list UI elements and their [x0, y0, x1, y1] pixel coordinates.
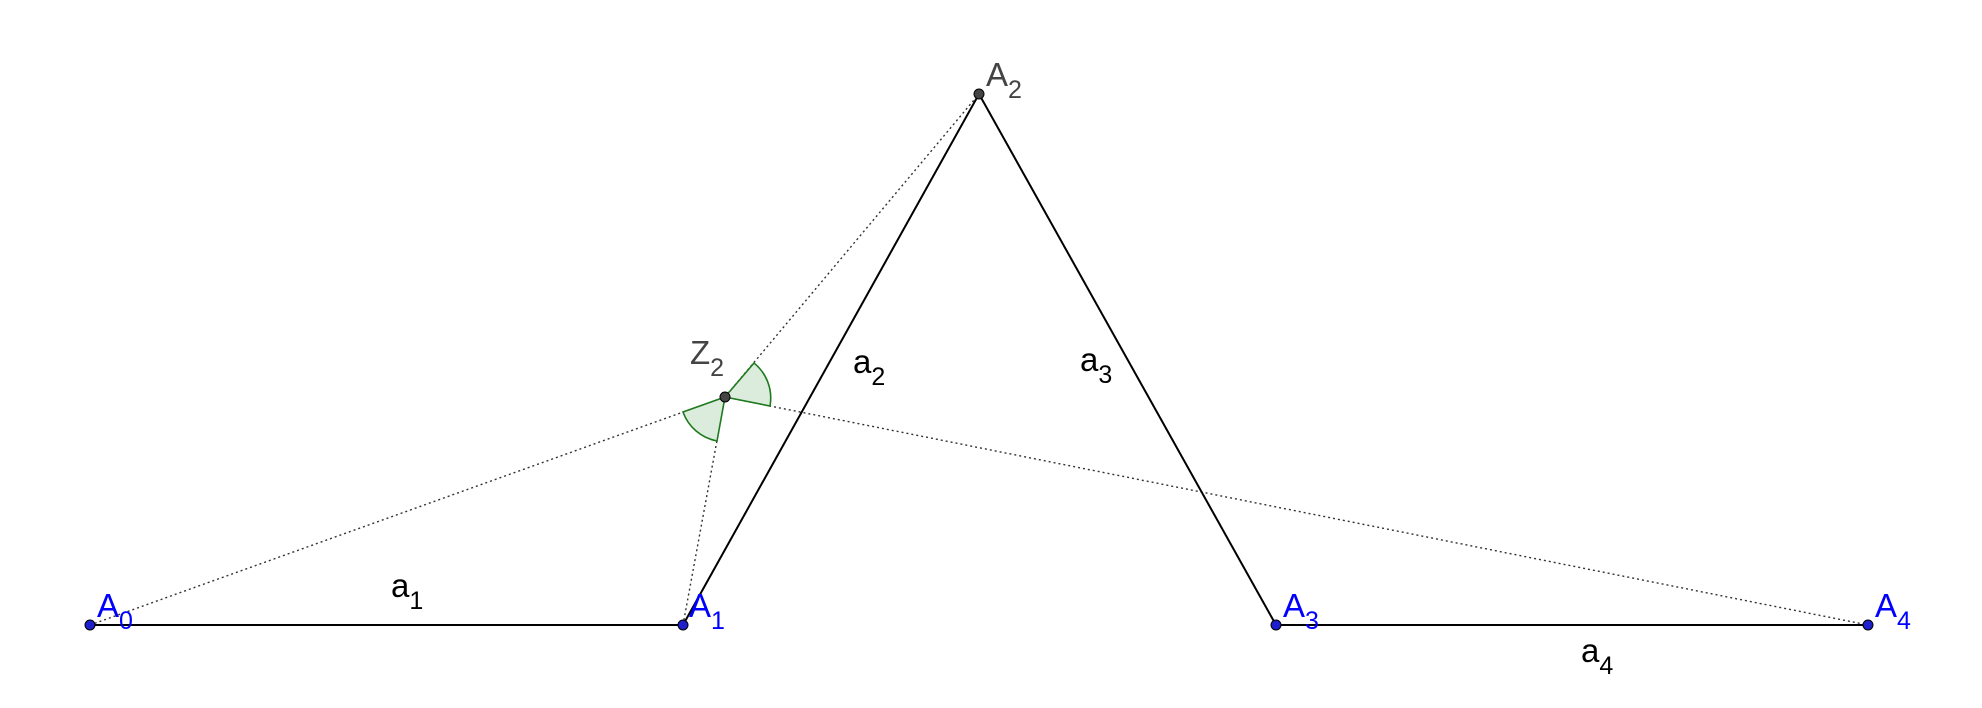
- label-a2: A2: [986, 56, 1022, 104]
- point-z2[interactable]: [719, 391, 731, 403]
- construction-line-a1-z2: [682, 396, 726, 626]
- point-a1[interactable]: [677, 619, 689, 631]
- segment-a3[interactable]: [978, 93, 1277, 626]
- point-a0[interactable]: [84, 619, 96, 631]
- label-segment-a2: a2: [853, 343, 885, 391]
- point-a3[interactable]: [1270, 619, 1282, 631]
- segments: [90, 93, 1868, 626]
- angle-markers: [681, 361, 772, 442]
- points: [84, 88, 1874, 631]
- label-a3: A3: [1283, 587, 1319, 635]
- point-a2[interactable]: [973, 88, 985, 100]
- label-a0: A0: [97, 587, 133, 635]
- point-labels: A0 A1 A2 A3 A4 Z2: [97, 56, 1911, 635]
- angle-marker-upper-right: [723, 361, 772, 407]
- segment-a2[interactable]: [682, 93, 980, 626]
- label-segment-a1: a1: [391, 567, 423, 615]
- label-segment-a4: a4: [1581, 632, 1613, 680]
- angle-marker-lower-left: [681, 395, 727, 442]
- label-segment-a3: a3: [1080, 341, 1112, 389]
- label-a4: A4: [1875, 587, 1911, 635]
- construction-line-z2-a2: [724, 93, 980, 398]
- label-a1: A1: [689, 587, 725, 635]
- construction-lines: [89, 93, 1869, 626]
- segment-labels: a1 a2 a3 a4: [391, 341, 1613, 680]
- construction-line-z2-a4: [724, 396, 1869, 626]
- point-a4[interactable]: [1862, 619, 1874, 631]
- label-z2: Z2: [690, 334, 724, 382]
